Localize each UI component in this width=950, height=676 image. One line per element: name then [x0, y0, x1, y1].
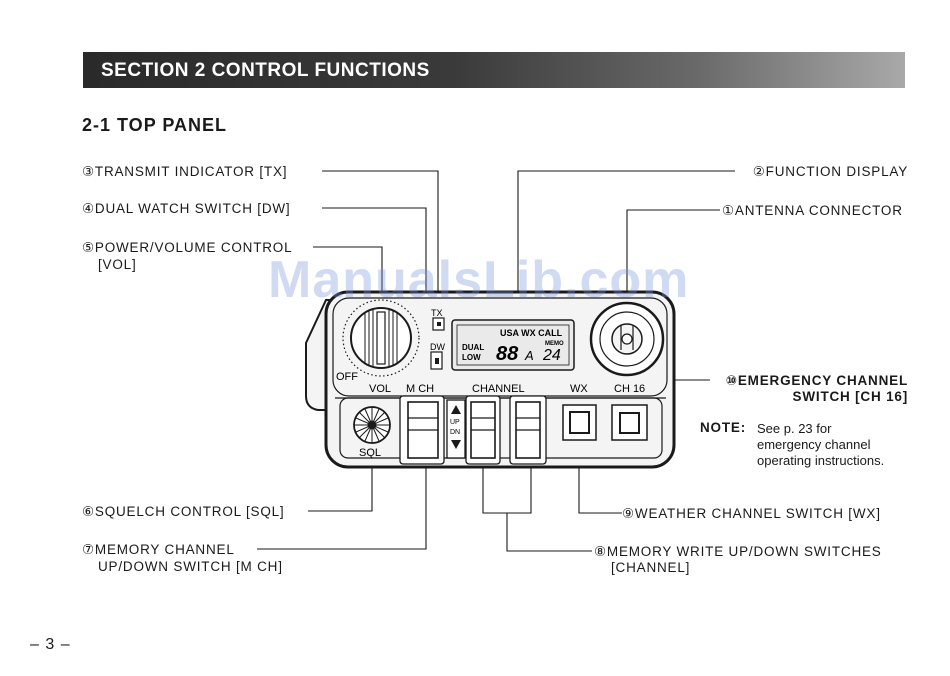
- ch16-panel-label: CH 16: [614, 383, 645, 395]
- sql-panel-label: SQL: [359, 447, 381, 459]
- section-header-bar: [83, 52, 905, 88]
- leader-tx: [322, 170, 439, 322]
- lcd-low-text: LOW: [462, 353, 481, 362]
- note-line-3: operating instructions.: [757, 453, 885, 468]
- callout-sql: ⑥SQUELCH CONTROL [SQL]: [82, 504, 285, 519]
- lcd-display: [451, 319, 575, 371]
- callout-emergency: ⑩EMERGENCY CHANNEL: [725, 373, 908, 388]
- subsection-title: 2-1 TOP PANEL: [82, 115, 228, 135]
- note-line-1: See p. 23 for: [757, 421, 832, 436]
- callout-tx: ③TRANSMIT INDICATOR [TX]: [82, 164, 288, 179]
- callout-memwrite: ⑧MEMORY WRITE UP/DOWN SWITCHES: [594, 544, 882, 559]
- callout-memwrite-sub: [CHANNEL]: [611, 560, 691, 575]
- wx-panel-label: WX: [570, 383, 588, 395]
- mch-panel-label: M CH: [406, 383, 434, 395]
- callout-display: ②FUNCTION DISPLAY: [752, 164, 908, 179]
- leader-mch: [257, 450, 427, 550]
- lcd-top-text: USA WX CALL: [500, 328, 563, 338]
- lcd-memo: MEMO: [545, 341, 564, 347]
- vol-panel-label: VOL: [369, 383, 391, 395]
- up-dn-indicator: [446, 399, 466, 459]
- lcd-channel: 24: [542, 347, 561, 364]
- leader-display: [517, 170, 735, 322]
- section-title: SECTION 2 CONTROL FUNCTIONS: [101, 60, 430, 81]
- callout-vol-sub: [VOL]: [98, 257, 137, 272]
- watermark: ManualsLib.com: [268, 251, 690, 309]
- leader-antenna: [626, 209, 720, 325]
- channel-rocker-right: [509, 395, 547, 465]
- channel-rocker-left: [465, 395, 501, 465]
- lcd-dual-text: DUAL: [462, 343, 484, 352]
- ch16-button-drawing: [611, 404, 648, 441]
- note-line-2: emergency channel: [757, 437, 871, 452]
- off-label: OFF: [336, 371, 358, 383]
- callout-mch: ⑦MEMORY CHANNEL: [82, 542, 235, 557]
- leader-memwrite: [506, 513, 592, 552]
- note-label: NOTE:: [700, 420, 746, 435]
- lcd-a: A: [524, 348, 534, 363]
- volume-knob: [342, 299, 420, 377]
- wx-button-drawing: [562, 404, 597, 441]
- channel-panel-label: CHANNEL: [472, 383, 525, 395]
- up-label: UP: [450, 419, 460, 426]
- page-number: – 3 –: [30, 636, 71, 653]
- squelch-knob: [353, 406, 391, 444]
- callout-dw: ④DUAL WATCH SWITCH [DW]: [82, 201, 291, 216]
- callout-vol: ⑤POWER/VOLUME CONTROL: [82, 240, 293, 255]
- dw-panel-label: DW: [430, 342, 445, 352]
- lcd-digits: 88: [496, 343, 519, 365]
- tx-panel-label: TX: [431, 308, 443, 318]
- callout-wx: ⑨WEATHER CHANNEL SWITCH [WX]: [622, 506, 881, 521]
- callout-emergency-sub: SWITCH [CH 16]: [792, 389, 908, 404]
- callout-antenna: ①ANTENNA CONNECTOR: [722, 203, 903, 218]
- dn-label: DN: [450, 429, 460, 436]
- callout-mch-sub: UP/DOWN SWITCH [M CH]: [98, 559, 283, 574]
- antenna-connector-drawing: [589, 301, 665, 377]
- mch-rocker: [399, 395, 445, 465]
